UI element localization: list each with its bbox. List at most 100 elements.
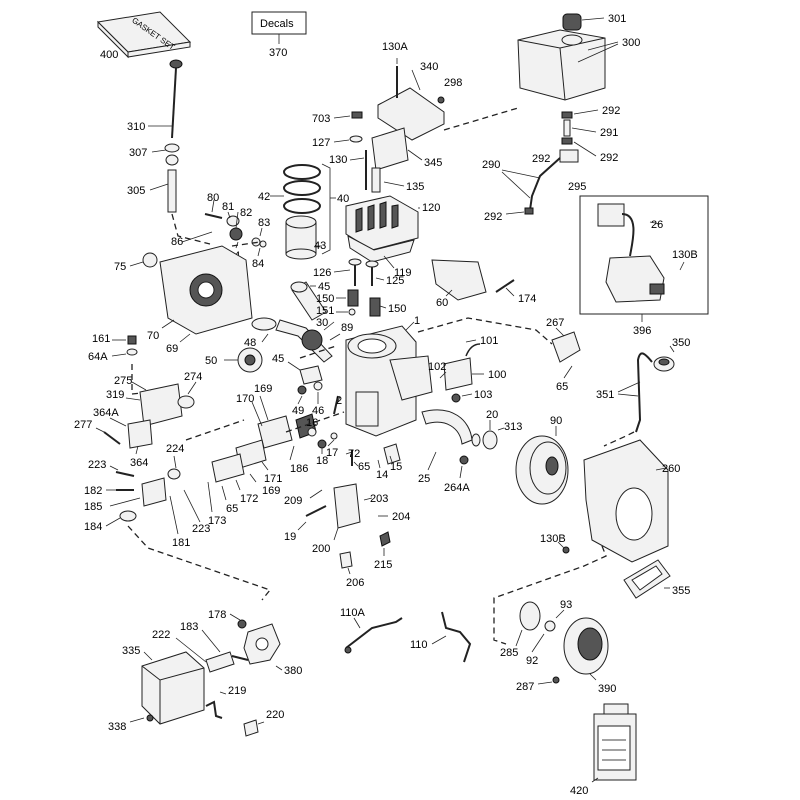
head-bolts	[349, 111, 381, 193]
callout-84-right: 84	[252, 258, 264, 270]
callout-340: 340	[420, 61, 438, 73]
fuel-tank	[517, 13, 606, 101]
callout-48: 48	[244, 337, 256, 349]
callout-64A: 64A	[88, 351, 108, 363]
recoil-starter	[519, 601, 609, 684]
callout-355: 355	[672, 585, 690, 597]
callout-400: 400	[100, 49, 118, 61]
callout-25: 25	[418, 473, 430, 485]
ignition-coil	[443, 343, 481, 391]
callout-65-left: 65	[226, 503, 238, 515]
callout-50: 50	[205, 355, 217, 367]
fuel-line-parts	[524, 111, 579, 215]
callout-174: 174	[518, 293, 536, 305]
callout-170: 170	[236, 393, 254, 405]
bracket-267	[551, 331, 581, 363]
callout-267: 267	[546, 317, 564, 329]
callout-364A: 364A	[93, 407, 119, 419]
callout-223-top: 223	[88, 459, 106, 471]
callout-72: 72	[348, 448, 360, 460]
breather-gaskets	[211, 413, 317, 483]
oil-seal	[471, 430, 498, 450]
callout-275: 275	[114, 375, 132, 387]
callout-209: 209	[284, 495, 302, 507]
callout-290: 290	[482, 159, 500, 171]
callout-60: 60	[436, 297, 448, 309]
tank-bracket	[371, 66, 445, 171]
callout-171: 171	[264, 473, 282, 485]
callout-2: 2	[336, 395, 342, 407]
callout-345: 345	[424, 157, 442, 169]
starter-handle	[623, 559, 671, 599]
callout-220: 220	[266, 709, 284, 721]
callout-300: 300	[622, 37, 640, 49]
callout-81: 81	[222, 201, 234, 213]
callout-45-bottom: 45	[272, 353, 284, 365]
callout-420: 420	[570, 785, 588, 797]
callout-18: 18	[316, 455, 328, 467]
cylinder-block	[345, 325, 433, 437]
callout-127: 127	[312, 137, 330, 149]
callout-172: 172	[240, 493, 258, 505]
blower-housing	[583, 439, 669, 563]
callout-92: 92	[526, 655, 538, 667]
connecting-rod	[290, 281, 327, 321]
callout-260: 260	[662, 463, 680, 475]
callout-14: 14	[376, 469, 388, 481]
intake-parts	[115, 468, 181, 522]
callout-90: 90	[550, 415, 562, 427]
callout-110: 110	[410, 639, 428, 651]
callout-390: 390	[598, 683, 616, 695]
callout-173: 173	[208, 515, 226, 527]
callout-49: 49	[292, 405, 304, 417]
choke-link	[205, 700, 259, 737]
crankshaft	[251, 317, 333, 363]
callout-161: 161	[92, 333, 110, 345]
callout-292-bottom: 292	[484, 211, 502, 223]
oil-bottle	[593, 703, 637, 781]
callout-130A-top: 130A	[382, 41, 408, 53]
dipstick-tube	[164, 59, 183, 213]
callout-295: 295	[568, 181, 586, 193]
governor-spring	[441, 611, 472, 663]
callout-26: 26	[651, 219, 663, 231]
callout-1: 1	[414, 315, 420, 327]
control-bracket	[305, 483, 391, 569]
callout-313: 313	[504, 421, 522, 433]
callout-178: 178	[208, 609, 226, 621]
callout-338: 338	[108, 721, 126, 733]
piston-rings	[283, 164, 321, 214]
callout-203: 203	[370, 493, 388, 505]
callout-150-right: 150	[388, 303, 406, 315]
callout-83: 83	[258, 217, 270, 229]
callout-30: 30	[316, 317, 328, 329]
callout-292-left: 292	[532, 153, 550, 165]
callout-292-top: 292	[602, 105, 620, 117]
callout-42: 42	[258, 191, 270, 203]
callout-150-left: 150	[316, 293, 334, 305]
callout-185: 185	[84, 501, 102, 513]
callout-351: 351	[596, 389, 614, 401]
shroud-bracket	[421, 409, 473, 465]
callout-169-top: 169	[254, 383, 272, 395]
callout-204: 204	[392, 511, 410, 523]
carburetor	[205, 619, 281, 673]
callout-70: 70	[147, 330, 159, 342]
callout-224: 224	[166, 443, 184, 455]
callout-380: 380	[284, 665, 302, 677]
callout-130B-box: 130B	[672, 249, 698, 261]
rotating-screen-parts	[635, 352, 675, 433]
callout-301: 301	[608, 13, 626, 25]
callout-130: 130	[329, 154, 347, 166]
callout-93: 93	[560, 599, 572, 611]
callout-65-mid: 65	[358, 461, 370, 473]
callout-100: 100	[488, 369, 506, 381]
callout-307: 307	[129, 147, 147, 159]
callout-126: 126	[313, 267, 331, 279]
callout-45-top: 45	[318, 281, 330, 293]
callout-15: 15	[390, 461, 402, 473]
cylinder-head	[345, 195, 419, 263]
callout-16: 16	[306, 417, 318, 429]
callout-335: 335	[122, 645, 140, 657]
crankcase-cover-parts	[142, 213, 267, 268]
